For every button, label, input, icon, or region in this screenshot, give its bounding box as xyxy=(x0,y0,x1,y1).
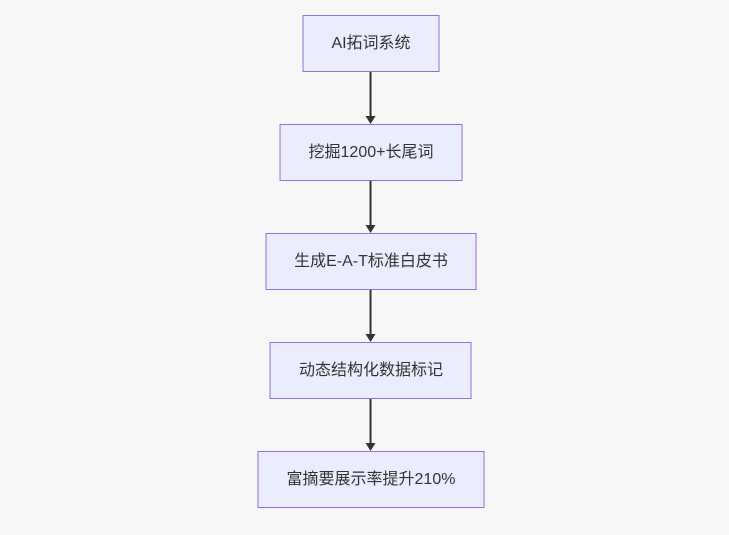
arrowhead-icon xyxy=(366,116,376,124)
node-label: 富摘要展示率提升210% xyxy=(286,470,456,488)
edge-line xyxy=(370,72,372,116)
arrowhead-icon xyxy=(366,443,376,451)
arrowhead-icon xyxy=(366,334,376,342)
node-label: AI拓词系统 xyxy=(331,34,411,52)
flowchart: AI拓词系统 挖掘1200+长尾词 生成E-A-T标准白皮书 动态结构化数据标记… xyxy=(257,15,485,508)
flow-node-structured-data: 动态结构化数据标记 xyxy=(269,342,472,399)
edge-4 xyxy=(366,399,376,451)
flow-node-ai-word-system: AI拓词系统 xyxy=(302,15,440,72)
node-label: 动态结构化数据标记 xyxy=(298,361,443,379)
edge-line xyxy=(370,399,372,443)
edge-3 xyxy=(366,290,376,342)
flow-node-eat-whitepaper: 生成E-A-T标准白皮书 xyxy=(265,233,477,290)
edge-2 xyxy=(366,181,376,233)
node-label: 生成E-A-T标准白皮书 xyxy=(294,252,448,270)
flow-node-longtail-mining: 挖掘1200+长尾词 xyxy=(279,124,463,181)
edge-line xyxy=(370,290,372,334)
edge-1 xyxy=(366,72,376,124)
arrowhead-icon xyxy=(366,225,376,233)
flow-node-rich-snippet-result: 富摘要展示率提升210% xyxy=(257,451,485,508)
edge-line xyxy=(370,181,372,225)
node-label: 挖掘1200+长尾词 xyxy=(308,143,434,161)
